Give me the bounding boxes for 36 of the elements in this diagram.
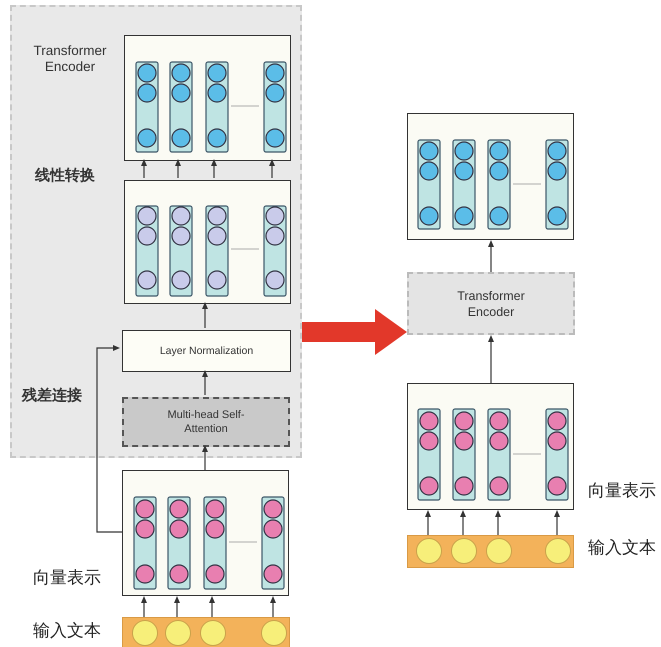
- arrow: [174, 596, 180, 617]
- side-label: 输入文本: [33, 620, 101, 642]
- vector-box: [407, 383, 574, 510]
- arrow: [141, 596, 147, 617]
- arrow: [211, 159, 217, 178]
- arrow: [554, 510, 560, 535]
- arrow: [175, 159, 181, 178]
- arrow: [488, 335, 494, 383]
- arrow: [209, 596, 215, 617]
- side-label: 向量表示: [33, 567, 101, 589]
- vector-box: [124, 35, 291, 161]
- vector-box: [407, 113, 574, 240]
- arrow: [202, 445, 208, 470]
- input-bar: [407, 535, 574, 568]
- panel-title: Transformer Encoder: [32, 43, 108, 75]
- encoder-panel: [10, 5, 302, 458]
- encoder-box: Transformer Encoder: [407, 272, 575, 335]
- arrow: [269, 159, 275, 178]
- encoder-box: Multi-head Self-Attention: [122, 397, 290, 447]
- arrow: [460, 510, 466, 535]
- arrow: [141, 159, 147, 178]
- side-label: 输入文本: [588, 537, 656, 559]
- arrow: [488, 240, 494, 272]
- arrow: [495, 510, 501, 535]
- step-label: 残差连接: [22, 386, 82, 405]
- arrow: [202, 302, 208, 328]
- arrow: [425, 510, 431, 535]
- block-arrow: [302, 309, 407, 355]
- side-label: 向量表示: [588, 480, 656, 502]
- process-box: Layer Normalization: [122, 330, 291, 372]
- vector-box: [124, 180, 291, 304]
- arrow: [96, 345, 122, 533]
- arrow: [270, 596, 276, 617]
- vector-box: [122, 470, 289, 596]
- arrow: [202, 370, 208, 395]
- step-label: 线性转换: [35, 166, 95, 185]
